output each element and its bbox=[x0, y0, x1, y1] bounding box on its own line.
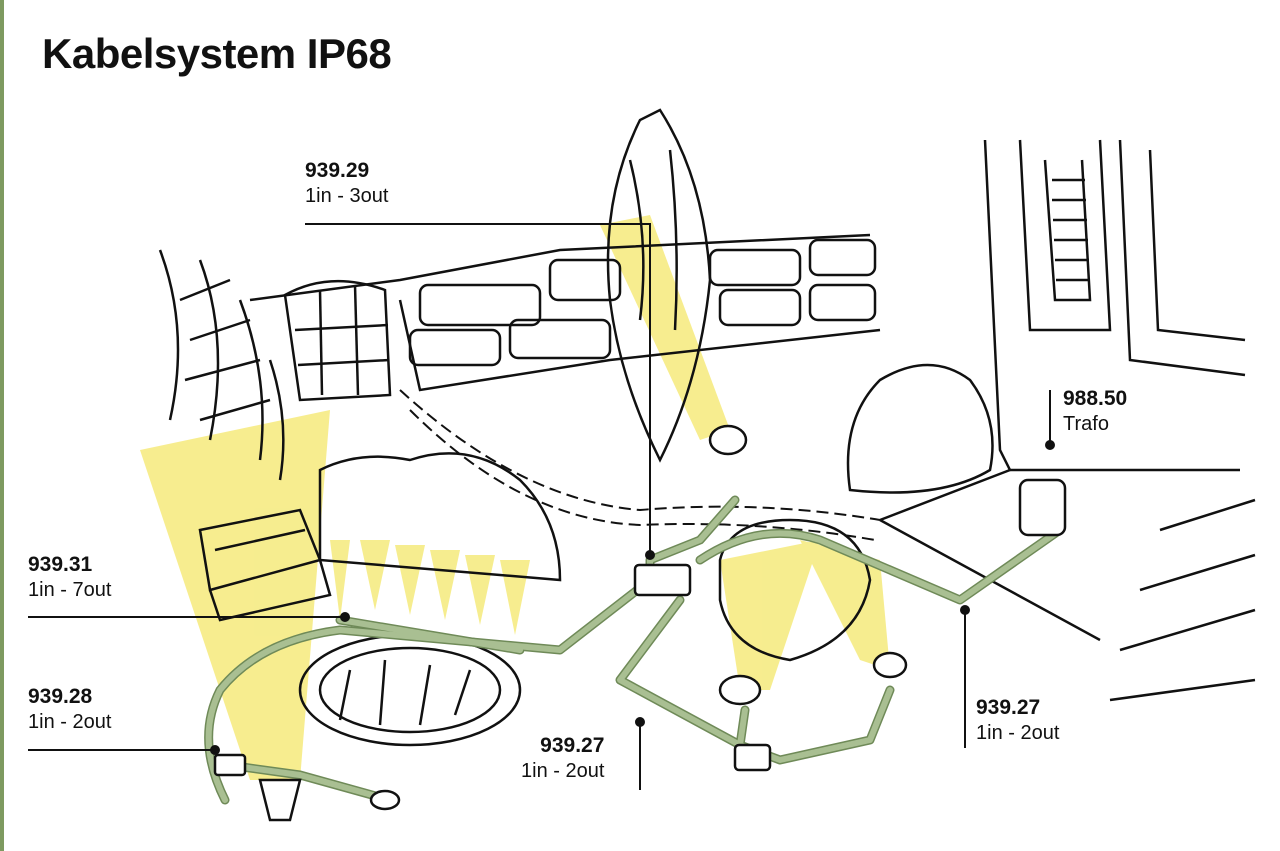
ground-spotlight bbox=[258, 778, 302, 822]
label-code: 988.50 bbox=[1063, 387, 1128, 410]
tree-spotlight bbox=[708, 424, 748, 456]
label-desc: 1in - 2out bbox=[521, 760, 605, 783]
stone-wall bbox=[249, 233, 881, 402]
pond bbox=[298, 633, 522, 747]
house bbox=[879, 139, 1256, 702]
label-939-29: 939.29 1in - 3out bbox=[305, 158, 388, 209]
left-accent-bar bbox=[0, 0, 4, 851]
bench bbox=[198, 508, 332, 622]
shrub-spotlight-beam-left bbox=[720, 540, 820, 690]
shrub-spotlight-right bbox=[872, 651, 908, 679]
label-code: 939.28 bbox=[28, 685, 93, 708]
tree-spotlight-beam bbox=[600, 215, 730, 440]
label-939-27-b: 939.27 1in - 2out bbox=[976, 695, 1059, 746]
label-desc: Trafo bbox=[1063, 413, 1109, 436]
label-code: 939.29 bbox=[305, 159, 370, 182]
page-title: Kabelsystem IP68 bbox=[42, 30, 392, 77]
label-desc: 1in - 3out bbox=[305, 185, 389, 208]
label-code: 939.31 bbox=[28, 553, 93, 576]
grass bbox=[158, 249, 285, 481]
distributor-939-27-a bbox=[733, 743, 772, 772]
label-939-28: 939.28 1in - 2out bbox=[28, 684, 111, 735]
label-desc: 1in - 2out bbox=[28, 711, 112, 734]
devices bbox=[213, 424, 1067, 822]
cypress-tree bbox=[606, 108, 712, 463]
path-border bbox=[399, 389, 881, 521]
callout-lines bbox=[28, 223, 1055, 790]
bench-spotlight-beam bbox=[140, 410, 330, 780]
cable-plug bbox=[369, 789, 401, 811]
label-desc: 1in - 2out bbox=[976, 722, 1060, 745]
label-988-50: 988.50 Trafo bbox=[1063, 386, 1127, 437]
label-939-27-a: 939.27 1in - 2out bbox=[521, 733, 604, 784]
label-code: 939.27 bbox=[540, 734, 605, 757]
shrubs bbox=[318, 363, 994, 662]
distributor-939-28 bbox=[213, 753, 247, 777]
label-desc: 1in - 7out bbox=[28, 579, 112, 602]
transformer-988-50 bbox=[1018, 478, 1067, 537]
callout-line-939-29 bbox=[305, 223, 651, 555]
shrub-spotlight-left bbox=[718, 674, 762, 706]
label-code: 939.27 bbox=[976, 696, 1041, 719]
distributor-939-29 bbox=[633, 563, 692, 597]
label-939-31: 939.31 1in - 7out bbox=[28, 552, 111, 603]
